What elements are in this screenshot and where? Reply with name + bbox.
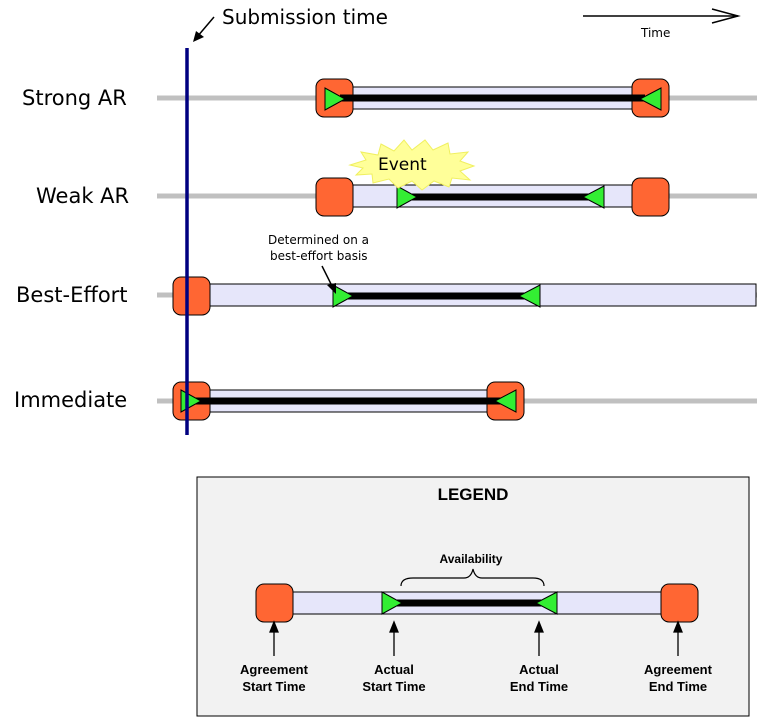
- actual-start-marker: [332, 284, 355, 308]
- time-label: Time: [640, 26, 670, 40]
- legend-agreement-end-line1: Agreement: [644, 662, 713, 677]
- actual-end-marker: [638, 87, 662, 111]
- legend-actual-end-line1: Actual: [519, 662, 559, 677]
- agreement-end-box: [660, 583, 699, 623]
- best-effort-note-arrow: [321, 265, 336, 294]
- agreement-start-box: [172, 276, 211, 316]
- legend-availability-label: Availability: [440, 552, 503, 566]
- time-arrow-icon: [583, 8, 741, 24]
- legend-agreement-start-line1: Agreement: [240, 662, 309, 677]
- actual-start-marker: [396, 185, 419, 209]
- immediate-reservation: [172, 381, 525, 421]
- best-effort-reservation: [172, 276, 757, 316]
- actual-end-marker: [534, 591, 558, 615]
- legend-actual-start-line1: Actual: [374, 662, 414, 677]
- agreement-end-box: [631, 177, 670, 217]
- best-effort-note-line2: best-effort basis: [270, 249, 368, 263]
- submission-time-label: Submission time: [222, 5, 388, 29]
- legend-pointer-arrows: [269, 620, 683, 656]
- actual-end-marker: [493, 389, 517, 413]
- actual-end-marker: [517, 284, 541, 308]
- row-label-best-effort: Best-Effort: [16, 283, 128, 307]
- row-label-weak-ar: Weak AR: [36, 184, 129, 208]
- legend-title: LEGEND: [438, 485, 509, 504]
- submission-arrow: [193, 16, 215, 42]
- legend-agreement-start-line2: Start Time: [242, 679, 305, 694]
- legend-sample-reservation: [255, 583, 699, 623]
- availability-brace: [400, 568, 545, 587]
- event-burst-icon: [348, 139, 476, 191]
- strong-ar-reservation: [315, 78, 670, 118]
- actual-start-marker: [381, 591, 404, 615]
- row-label-immediate: Immediate: [14, 388, 127, 412]
- agreement-start-box: [255, 583, 294, 623]
- event-label: Event: [378, 155, 427, 175]
- actual-end-marker: [581, 185, 605, 209]
- weak-ar-reservation: [315, 177, 670, 217]
- actual-start-marker: [324, 87, 347, 111]
- row-label-strong-ar: Strong AR: [22, 86, 127, 110]
- legend-actual-end-line2: End Time: [510, 679, 568, 694]
- legend-agreement-end-line2: End Time: [649, 679, 707, 694]
- agreement-start-box: [315, 177, 354, 217]
- best-effort-note-line1: Determined on a: [268, 233, 369, 247]
- legend-actual-start-line2: Start Time: [362, 679, 425, 694]
